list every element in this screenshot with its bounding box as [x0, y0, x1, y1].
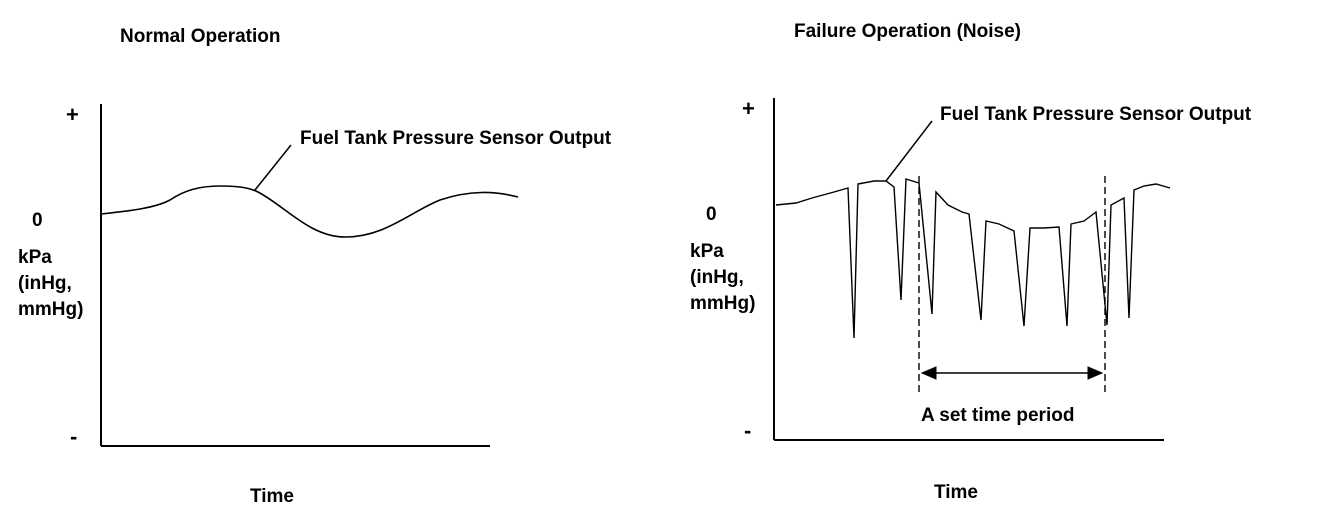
right-y-unit-line-3: mmHg) — [690, 293, 756, 314]
right-y-unit-line-1: kPa — [690, 241, 724, 262]
right-curve-label: Fuel Tank Pressure Sensor Output — [940, 104, 1252, 125]
left-y-unit-line-3: mmHg) — [18, 299, 84, 320]
failure-operation-diagram: Failure Operation (Noise) + 0 kPa (inHg,… — [664, 0, 1328, 526]
period-arrowhead-right — [1087, 366, 1104, 380]
left-y-zero-label: 0 — [32, 210, 43, 231]
right-x-axis-label: Time — [934, 482, 979, 503]
right-y-unit-line-2: (inHg, — [690, 267, 744, 288]
left-curve-leader-line — [254, 144, 292, 191]
left-curve-label: Fuel Tank Pressure Sensor Output — [300, 128, 612, 149]
failure-operation-title: Failure Operation (Noise) — [794, 21, 1021, 42]
normal-operation-title: Normal Operation — [120, 26, 281, 47]
left-y-unit-line-2: (inHg, — [18, 273, 72, 294]
right-plot-area — [773, 98, 1171, 441]
period-arrowhead-left — [920, 366, 937, 380]
right-curve-leader-line — [885, 120, 933, 182]
right-y-plus-label: + — [742, 96, 755, 121]
normal-operation-diagram: Normal Operation + 0 kPa (inHg, mmHg) - … — [18, 26, 612, 507]
right-y-minus-label: - — [744, 418, 752, 443]
right-y-zero-label: 0 — [706, 204, 717, 225]
left-x-axis-label: Time — [250, 486, 295, 507]
set-time-period-label: A set time period — [921, 405, 1075, 426]
left-plot-area — [100, 104, 519, 447]
left-y-unit-line-1: kPa — [18, 247, 52, 268]
left-y-minus-label: - — [70, 424, 78, 449]
left-sensor-output-curve — [100, 185, 519, 238]
left-y-plus-label: + — [66, 102, 79, 127]
right-noisy-sensor-output-curve — [775, 178, 1171, 339]
